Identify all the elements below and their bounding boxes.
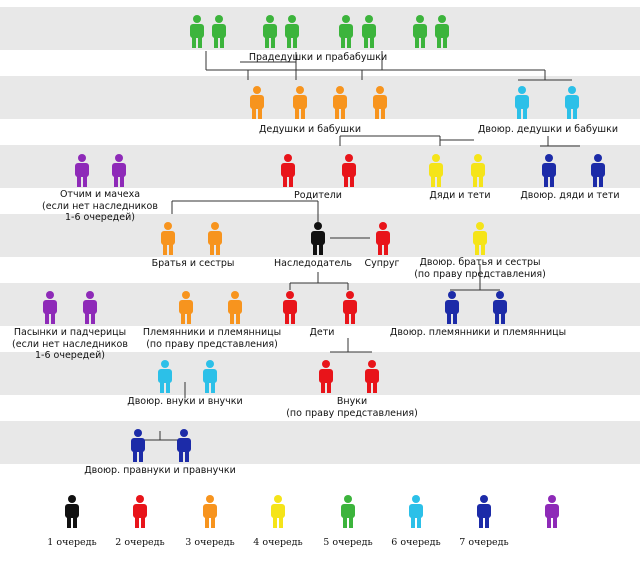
legend-swatch bbox=[477, 495, 491, 528]
person-icon bbox=[515, 86, 529, 119]
legend-label: 2 очередь bbox=[115, 537, 165, 548]
person-icon bbox=[565, 86, 579, 119]
person-icon bbox=[376, 222, 390, 255]
person-icon bbox=[83, 291, 97, 324]
person-icon bbox=[493, 291, 507, 324]
generation-band bbox=[0, 421, 640, 464]
person-icon bbox=[285, 15, 299, 48]
legend-label: 7 очередь bbox=[459, 537, 509, 548]
label-cousin-grandchildren: Двоюр. внуки и внучки bbox=[127, 396, 243, 407]
label-cousin-uncles-aunts: Двоюр. дяди и тети bbox=[520, 190, 620, 201]
person-icon bbox=[319, 360, 333, 393]
legend-swatch bbox=[133, 495, 147, 528]
person-icon bbox=[362, 15, 376, 48]
label-stepparents: Отчим и мачеха (если нет наследников 1-6… bbox=[42, 189, 158, 223]
label-cousin-nephews: Двоюр. племянники и племянницы bbox=[389, 327, 567, 338]
person-icon bbox=[158, 360, 172, 393]
person-icon bbox=[339, 15, 353, 48]
person-icon bbox=[542, 154, 556, 187]
generation-band bbox=[0, 145, 640, 188]
generation-band bbox=[0, 7, 640, 50]
person-icon bbox=[293, 86, 307, 119]
person-icon bbox=[373, 86, 387, 119]
person-icon bbox=[591, 154, 605, 187]
person-icon bbox=[203, 360, 217, 393]
person-icon bbox=[263, 15, 277, 48]
person-icon bbox=[342, 154, 356, 187]
label-nephews: Племянники и племянницы (по праву предст… bbox=[142, 327, 282, 350]
person-icon bbox=[473, 222, 487, 255]
label-spouse: Супруг bbox=[364, 258, 400, 269]
person-icon bbox=[177, 429, 191, 462]
generation-band bbox=[0, 76, 640, 119]
person-icon bbox=[343, 291, 357, 324]
person-icon bbox=[131, 429, 145, 462]
person-icon bbox=[179, 291, 193, 324]
label-children: Дети bbox=[309, 327, 335, 338]
label-uncles-aunts: Дяди и тети bbox=[429, 190, 491, 201]
legend-label: 1 очередь bbox=[47, 537, 97, 548]
label-testator: Наследодатель bbox=[274, 258, 352, 269]
person-icon bbox=[190, 15, 204, 48]
person-icon bbox=[250, 86, 264, 119]
legend-label: 3 очередь bbox=[185, 537, 235, 548]
legend-swatch bbox=[65, 495, 79, 528]
person-icon bbox=[413, 15, 427, 48]
generation-band bbox=[0, 283, 640, 326]
label-stepchildren: Пасынки и падчерицы (если нет наследнико… bbox=[12, 327, 128, 361]
legend-swatch bbox=[271, 495, 285, 528]
person-icon bbox=[112, 154, 126, 187]
person-icon bbox=[311, 222, 325, 255]
label-parents: Родители bbox=[294, 190, 342, 201]
legend-swatch bbox=[409, 495, 423, 528]
label-cousin-great-grandchildren: Двоюр. правнуки и правнучки bbox=[84, 465, 236, 476]
legend-label: 6 очередь bbox=[391, 537, 441, 548]
legend-label: 4 очередь bbox=[253, 537, 303, 548]
person-icon bbox=[283, 291, 297, 324]
legend-swatch bbox=[203, 495, 217, 528]
person-icon bbox=[333, 86, 347, 119]
person-icon bbox=[228, 291, 242, 324]
person-icon bbox=[281, 154, 295, 187]
person-icon bbox=[212, 15, 226, 48]
legend-label: 5 очередь bbox=[323, 537, 373, 548]
label-grandparents: Дедушки и бабушки bbox=[258, 124, 362, 135]
label-cousins: Двоюр. братья и сестры (по праву предста… bbox=[414, 257, 546, 280]
label-grandchildren: Внуки (по праву представления) bbox=[286, 396, 418, 419]
label-cousin-grandparents: Двоюр. дедушки и бабушки bbox=[477, 124, 619, 135]
label-great-grandparents: Прадедушки и прабабушки bbox=[248, 52, 388, 63]
person-icon bbox=[445, 291, 459, 324]
legend-swatch bbox=[341, 495, 355, 528]
legend-swatch bbox=[545, 495, 559, 528]
person-icon bbox=[208, 222, 222, 255]
person-icon bbox=[435, 15, 449, 48]
person-icon bbox=[43, 291, 57, 324]
person-icon bbox=[365, 360, 379, 393]
person-icon bbox=[75, 154, 89, 187]
label-siblings: Братья и сестры bbox=[151, 258, 235, 269]
person-icon bbox=[429, 154, 443, 187]
person-icon bbox=[471, 154, 485, 187]
person-icon bbox=[161, 222, 175, 255]
